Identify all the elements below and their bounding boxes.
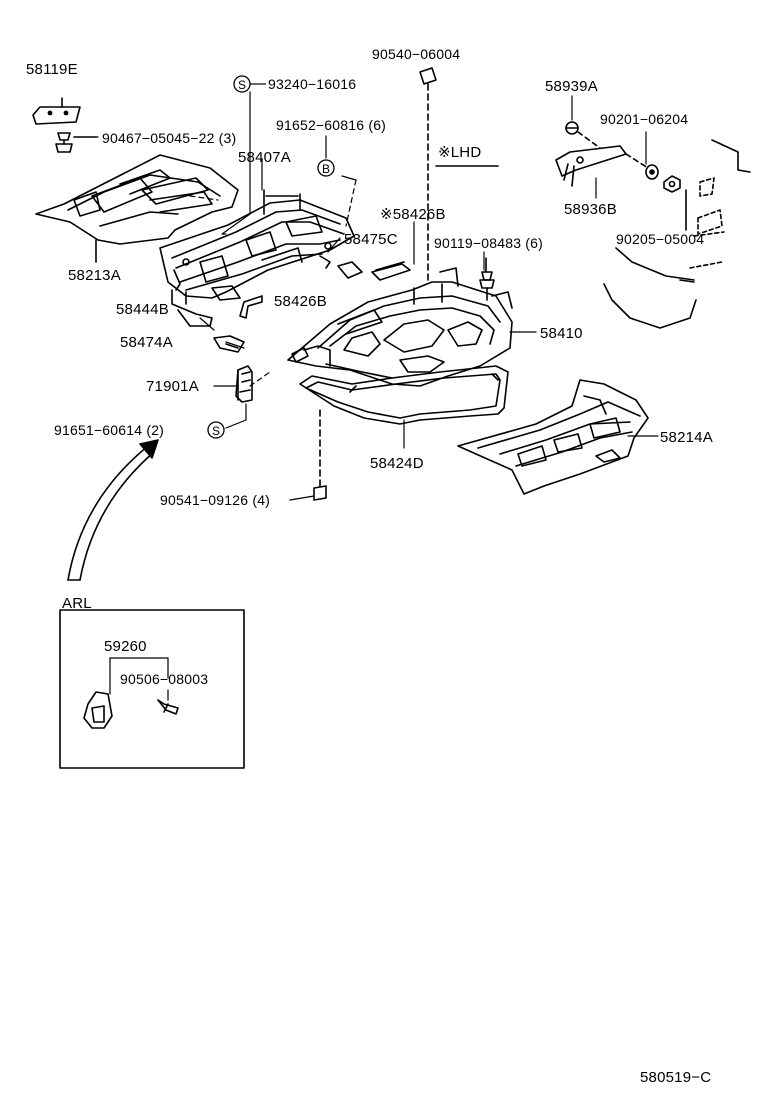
part-58410-tray [287,267,513,387]
badge-s-93240: S [233,75,251,93]
label-58214a: 58214A [660,429,713,446]
part-58936b-bracket [555,145,649,187]
part-58444b-bracket [171,289,213,327]
label-93240: 93240−16016 [268,76,357,92]
part-58214a-right-panel [457,379,649,495]
leader-lines [95,91,659,701]
label-lhd: ※LHD [438,144,482,161]
label-58119e: 58119E [26,61,78,78]
label-59260: 59260 [104,638,147,655]
label-58407a: 58407A [238,149,291,166]
label-90467: 90467−05045−22 (3) [102,130,237,146]
label-58474a: 58474A [120,334,173,351]
label-58936b: 58936B [564,201,617,218]
label-90205: 90205−05004 [616,231,705,247]
part-90506-screw [157,699,179,715]
label-58213a: 58213A [68,267,121,284]
part-90119-bolt [479,257,495,301]
diagram-reference-number: 580519−C [640,1069,712,1086]
label-58444b: 58444B [116,301,169,318]
part-90540-grommet [419,67,437,283]
svg-text:S: S [212,424,220,438]
label-90201: 90201−06204 [600,111,689,127]
svg-text:S: S [238,78,246,92]
part-58119e-plate [32,97,81,125]
arl-inset-box [59,609,245,769]
part-58474a-pad [213,335,245,353]
part-58426b-strip [239,295,263,319]
body-side-panel [603,139,751,329]
part-90541-clip [313,409,327,501]
label-90119: 90119−08483 (6) [434,235,543,251]
badge-b-91652: B [317,159,335,177]
part-71901a-bracket [235,365,253,403]
svg-text:B: B [322,162,330,176]
label-90506: 90506−08003 [120,671,209,687]
label-58410: 58410 [540,325,583,342]
arl-arrow [67,439,159,581]
part-90467-clip [55,132,97,153]
part-58424d-frame [299,365,509,425]
part-90205-nut [663,175,687,231]
label-arl: ARL [62,595,92,612]
label-91652: 91652−60816 (6) [276,117,387,133]
badge-s-91651: S [207,421,225,439]
label-90540: 90540−06004 [372,46,461,62]
part-58475c-pad [337,261,411,281]
part-58939a-bolt [565,121,601,149]
label-71901a: 71901A [146,378,199,395]
label-58426b: 58426B [274,293,327,310]
label-58475c: 58475C [344,231,398,248]
label-90541: 90541−09126 (4) [160,492,271,508]
label-91651: 91651−60614 (2) [54,422,165,438]
label-58424d: 58424D [370,455,424,472]
label-58426b-lhd: ※58426B [380,206,446,223]
part-58213a-left-panel [35,154,239,263]
part-59260-hook [83,691,113,729]
part-90201-washer [645,164,659,180]
part-58407a-center-panel [159,189,355,301]
label-58939a: 58939A [545,78,598,95]
